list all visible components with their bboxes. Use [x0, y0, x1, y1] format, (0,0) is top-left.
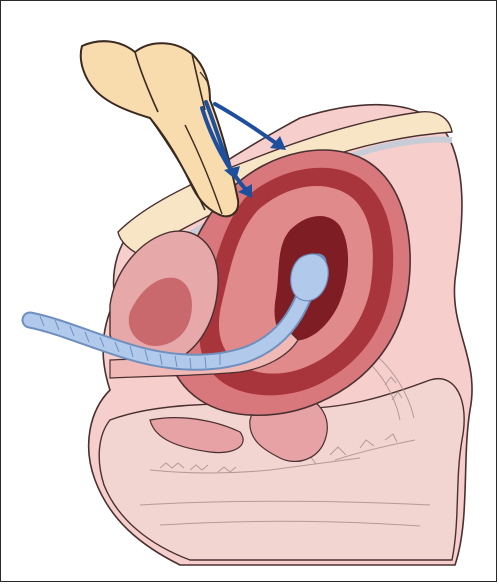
medical-illustration: [0, 0, 499, 584]
